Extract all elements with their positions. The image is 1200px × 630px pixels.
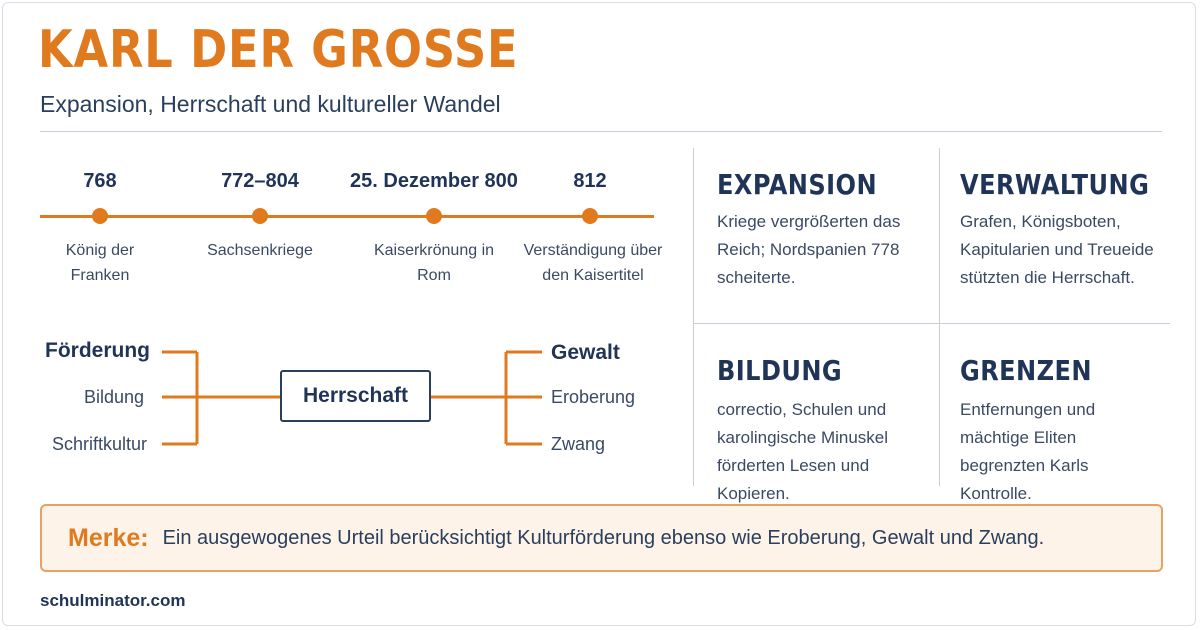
diagram-center-box: Herrschaft xyxy=(280,370,431,422)
grid-cell-text: Grafen, Königsboten, Kapitularien und Tr… xyxy=(960,212,1154,287)
timeline-dot xyxy=(582,208,598,224)
page-title: KARL DER GROSSE xyxy=(38,20,519,80)
timeline-year: 768 xyxy=(83,170,117,192)
diagram-right-heading: Gewalt xyxy=(551,341,620,364)
diagram-left-heading: Förderung xyxy=(45,339,150,362)
timeline-label: Kaiserkrönung in Rom xyxy=(373,242,495,284)
grid-cell-heading: BILDUNG xyxy=(717,354,843,387)
grid-divider xyxy=(693,323,1170,324)
grid-divider xyxy=(693,148,694,486)
timeline-dot xyxy=(92,208,108,224)
timeline-year: 812 xyxy=(573,170,607,192)
merke-label: Merke: xyxy=(68,523,149,552)
grid-cell-text: correctio, Schulen und karolingische Min… xyxy=(717,400,889,503)
grid-cell-heading: VERWALTUNG xyxy=(960,168,1150,201)
header-divider xyxy=(40,131,1162,132)
grid-cell-text: Entfernungen und mächtige Eliten begrenz… xyxy=(960,400,1096,503)
timeline-dot xyxy=(252,208,268,224)
timeline-line xyxy=(40,215,654,218)
timeline-year: 772–804 xyxy=(221,170,299,192)
merke-box: Merke: Ein ausgewogenes Urteil berücksic… xyxy=(40,504,1163,572)
diagram-right-item: Zwang xyxy=(551,434,606,454)
timeline-label: König der Franken xyxy=(65,242,135,284)
timeline-label: Verständigung über den Kaisertitel xyxy=(523,242,663,284)
timeline-year: 25. Dezember 800 xyxy=(350,170,518,192)
page-subtitle: Expansion, Herrschaft und kultureller Wa… xyxy=(40,91,501,117)
timeline-label: Sachsenkriege xyxy=(207,242,313,259)
merke-text: Ein ausgewogenes Urteil berücksichtigt K… xyxy=(162,526,1045,549)
diagram-left-item: Bildung xyxy=(83,387,144,407)
diagram-left-item: Schriftkultur xyxy=(51,434,147,454)
diagram-right-item: Eroberung xyxy=(551,387,636,407)
grid-divider xyxy=(939,148,940,486)
timeline-dot xyxy=(426,208,442,224)
grid-cell-text: Kriege vergrößerten das Reich; Nordspani… xyxy=(717,212,901,287)
footer-site[interactable]: schulminator.com xyxy=(40,591,186,610)
grid-cell-heading: GRENZEN xyxy=(960,354,1092,387)
grid-cell-heading: EXPANSION xyxy=(717,168,878,201)
